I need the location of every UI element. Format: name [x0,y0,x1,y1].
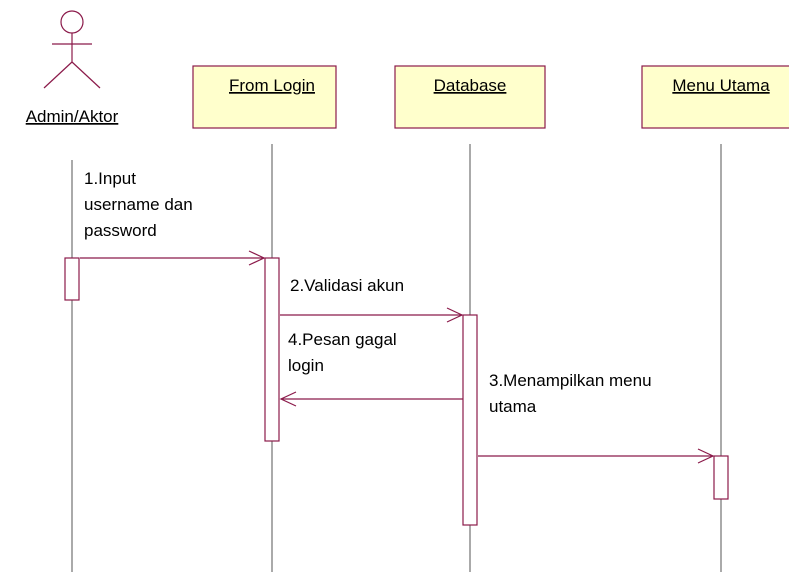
actor-head [60,10,84,34]
activation-bar-actor [64,257,80,301]
object-label-database: Database [434,76,507,95]
activation-bar-database [462,314,478,526]
object-box-menu-utama: Menu Utama [641,65,789,129]
object-box-rect [394,65,546,129]
message-label-3-line-1: 3.Menampilkan menu [489,371,652,390]
activation-bar-from-login [264,257,280,442]
actor-right-leg [71,61,101,89]
activation-bar-menu-utama [713,455,729,500]
activation-bars [64,257,729,526]
message-labels: 1.Input username dan password 2.Validasi… [84,169,652,416]
message-arrow-2 [280,307,464,323]
message-arrows [80,250,715,464]
object-box-database: Database [394,65,546,129]
object-box-from-login: From Login [192,65,337,129]
message-label-1-line-3: password [84,221,157,240]
message-label-2: 2.Validasi akun [290,276,404,295]
message-arrow-3 [478,448,715,464]
message-label-3-line-2: utama [489,397,537,416]
message-arrow-1 [80,250,266,266]
object-label-menu-utama: Menu Utama [672,76,770,95]
actor-name: Admin/Aktor [26,107,119,126]
object-box-rect [192,65,337,129]
object-label-from-login: From Login [229,76,315,95]
message-label-1-line-1: 1.Input [84,169,136,188]
actor-stick-figure-icon [43,10,101,89]
message-label-1-line-2: username dan [84,195,193,214]
message-label-4-line-2: login [288,356,324,375]
object-box-rect [641,65,789,129]
message-arrow-4 [279,391,463,407]
message-label-4-line-1: 4.Pesan gagal [288,330,397,349]
actor-left-leg [43,61,73,89]
